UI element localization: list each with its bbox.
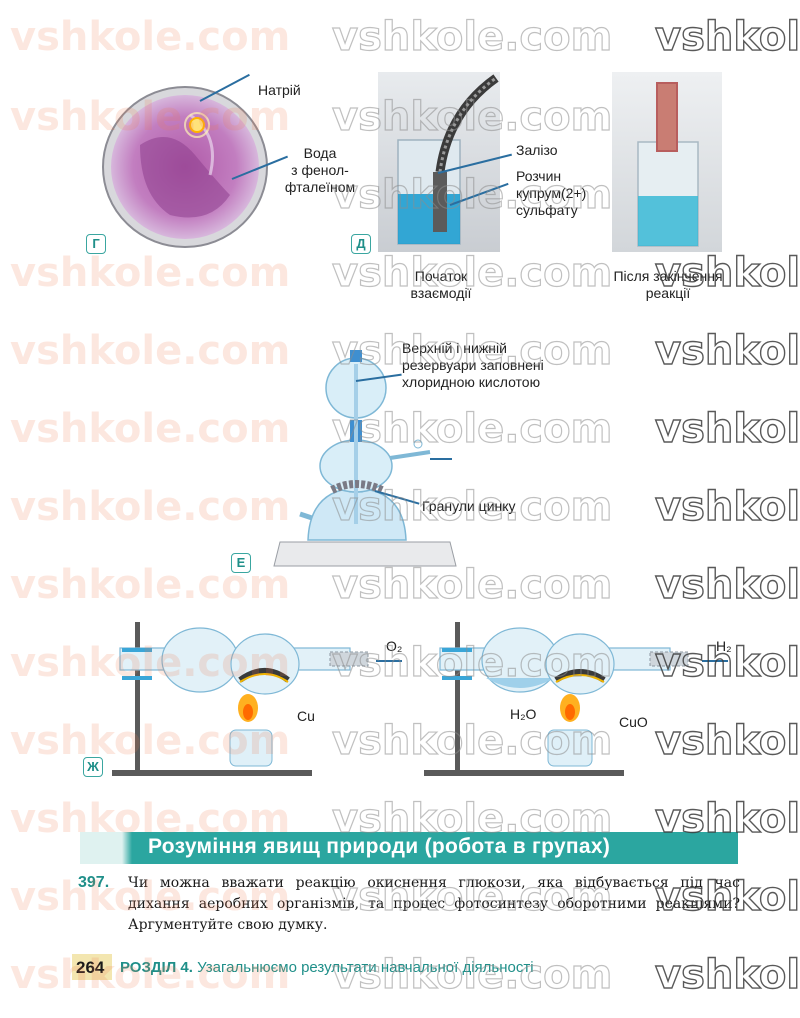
label-h2o: H₂O: [510, 706, 537, 722]
label-cu: Cu: [297, 708, 315, 724]
label-copper-sulfate-solution: Розчин купрум(2+) сульфату: [516, 168, 587, 218]
watermark: vshkole.com: [10, 484, 291, 530]
watermark: vshkole.com: [10, 406, 291, 452]
page-number: 264: [76, 958, 105, 977]
copper-oxide-reduction-setup: [424, 622, 689, 776]
watermark: vshkole.com: [654, 405, 800, 452]
watermark: vshkole.com: [10, 328, 291, 374]
label-reservoirs: Верхній і нижній резервуари заповнені хл…: [402, 340, 544, 390]
caption-end-of-reaction: Після закінчення реакції: [613, 268, 723, 301]
label-water-phenolphthalein: Вода з фенол- фталеїном: [284, 145, 356, 195]
beaker-start-illustration: [397, 74, 499, 245]
task-text: Чи можна вважати реакцію окиснення глюко…: [128, 875, 740, 933]
petri-dish-illustration: [102, 86, 268, 248]
label-iron: Залізо: [516, 142, 558, 158]
footer-section-title: Узагальнюємо результати навчальної діяль…: [197, 959, 534, 976]
figure-badge-d: Д: [351, 234, 371, 254]
kipp-apparatus-illustration: [273, 350, 457, 567]
figure-badge-e: Е: [231, 553, 251, 573]
watermark: vshkole.com: [654, 483, 800, 530]
task-number: 397.: [78, 874, 110, 891]
copper-oxidation-setup: [112, 622, 369, 776]
o2-inlet-arrow: [376, 660, 402, 662]
section-banner: Розуміння явищ природи (робота в групах): [80, 832, 738, 864]
gas-outlet-arrow: [430, 458, 452, 460]
watermark: vshkole.com: [654, 13, 800, 60]
footer-section: РОЗДІЛ 4. Узагальнюємо результати навчал…: [120, 959, 534, 976]
label-o2: O₂: [386, 638, 403, 654]
h2-inlet-arrow: [702, 660, 728, 662]
watermark: vshkole.com: [331, 13, 613, 60]
label-h2: H₂: [716, 638, 732, 654]
beaker-end-illustration: [637, 82, 699, 247]
section-title: Розуміння явищ природи (робота в групах): [148, 835, 611, 858]
page-number-highlight: [72, 954, 112, 980]
figure-badge-g: Г: [86, 234, 106, 254]
label-cuo: CuO: [619, 714, 648, 730]
watermark: vshkole.com: [654, 327, 800, 374]
label-zinc-granules: Гранули цинку: [422, 498, 516, 514]
watermark: vshkole.com: [654, 561, 800, 608]
caption-start-of-reaction: Початок взаємодії: [410, 268, 472, 301]
watermark: vshkole.com: [10, 14, 291, 60]
footer-section-label: РОЗДІЛ 4.: [120, 959, 193, 976]
watermark: vshkole.com: [10, 250, 291, 296]
watermark: vshkole.com: [654, 951, 800, 998]
figure-badge-zh: Ж: [83, 757, 103, 777]
label-sodium: Натрій: [258, 82, 301, 98]
